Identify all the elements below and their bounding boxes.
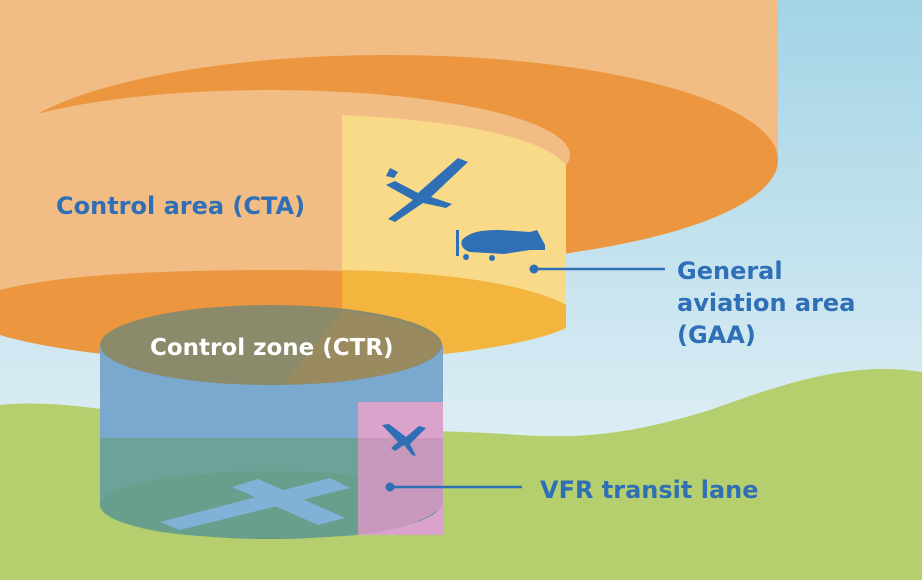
label-control-zone: Control zone (CTR) <box>150 335 394 361</box>
label-control-area: Control area (CTA) <box>56 192 305 220</box>
ctr-top-gaa-overlap <box>285 311 442 383</box>
label-vfr-transit-lane: VFR transit lane <box>540 476 759 504</box>
label-gaa-line2: aviation area <box>677 289 855 317</box>
propeller-plane-icon <box>456 230 545 261</box>
glider-icon <box>386 158 468 222</box>
label-gaa-line3: (GAA) <box>677 321 756 349</box>
gaa-callout <box>529 264 665 274</box>
runway-cross-icon <box>160 478 350 530</box>
label-gaa-line1: General <box>677 257 783 285</box>
vfr-callout <box>385 482 522 492</box>
small-plane-icon <box>382 424 426 456</box>
